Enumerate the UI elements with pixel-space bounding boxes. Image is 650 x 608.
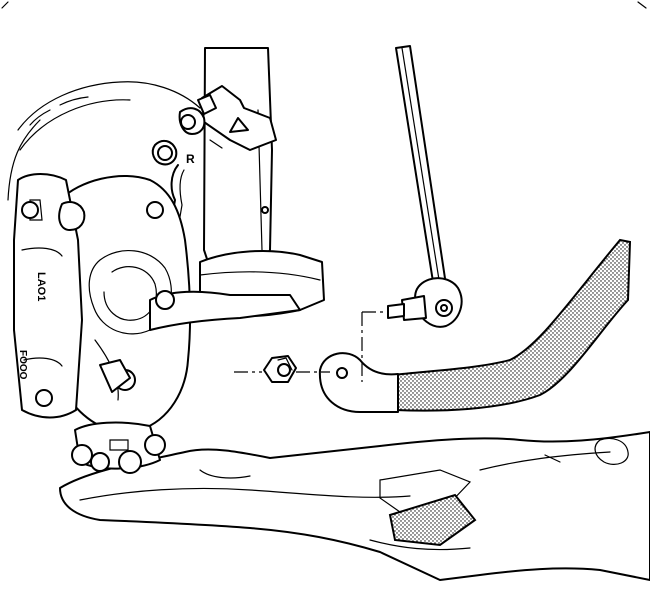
strut-mark-text: R — [186, 152, 195, 166]
link-nut — [263, 355, 297, 383]
corner-marks — [1, 1, 647, 9]
caliper-marking-text: LAO1 — [35, 272, 47, 301]
stabilizer-link — [387, 45, 463, 328]
caliper-marking-text-2: FOOO — [17, 350, 28, 380]
stabilizer-bar — [318, 238, 632, 413]
brake-caliper: LAO1 FOOO — [13, 173, 86, 419]
strut: R — [186, 47, 325, 317]
ball-joint — [71, 421, 166, 474]
brake-rotor — [7, 81, 201, 201]
assembly-lines — [234, 311, 388, 382]
lower-control-arm — [59, 431, 650, 581]
